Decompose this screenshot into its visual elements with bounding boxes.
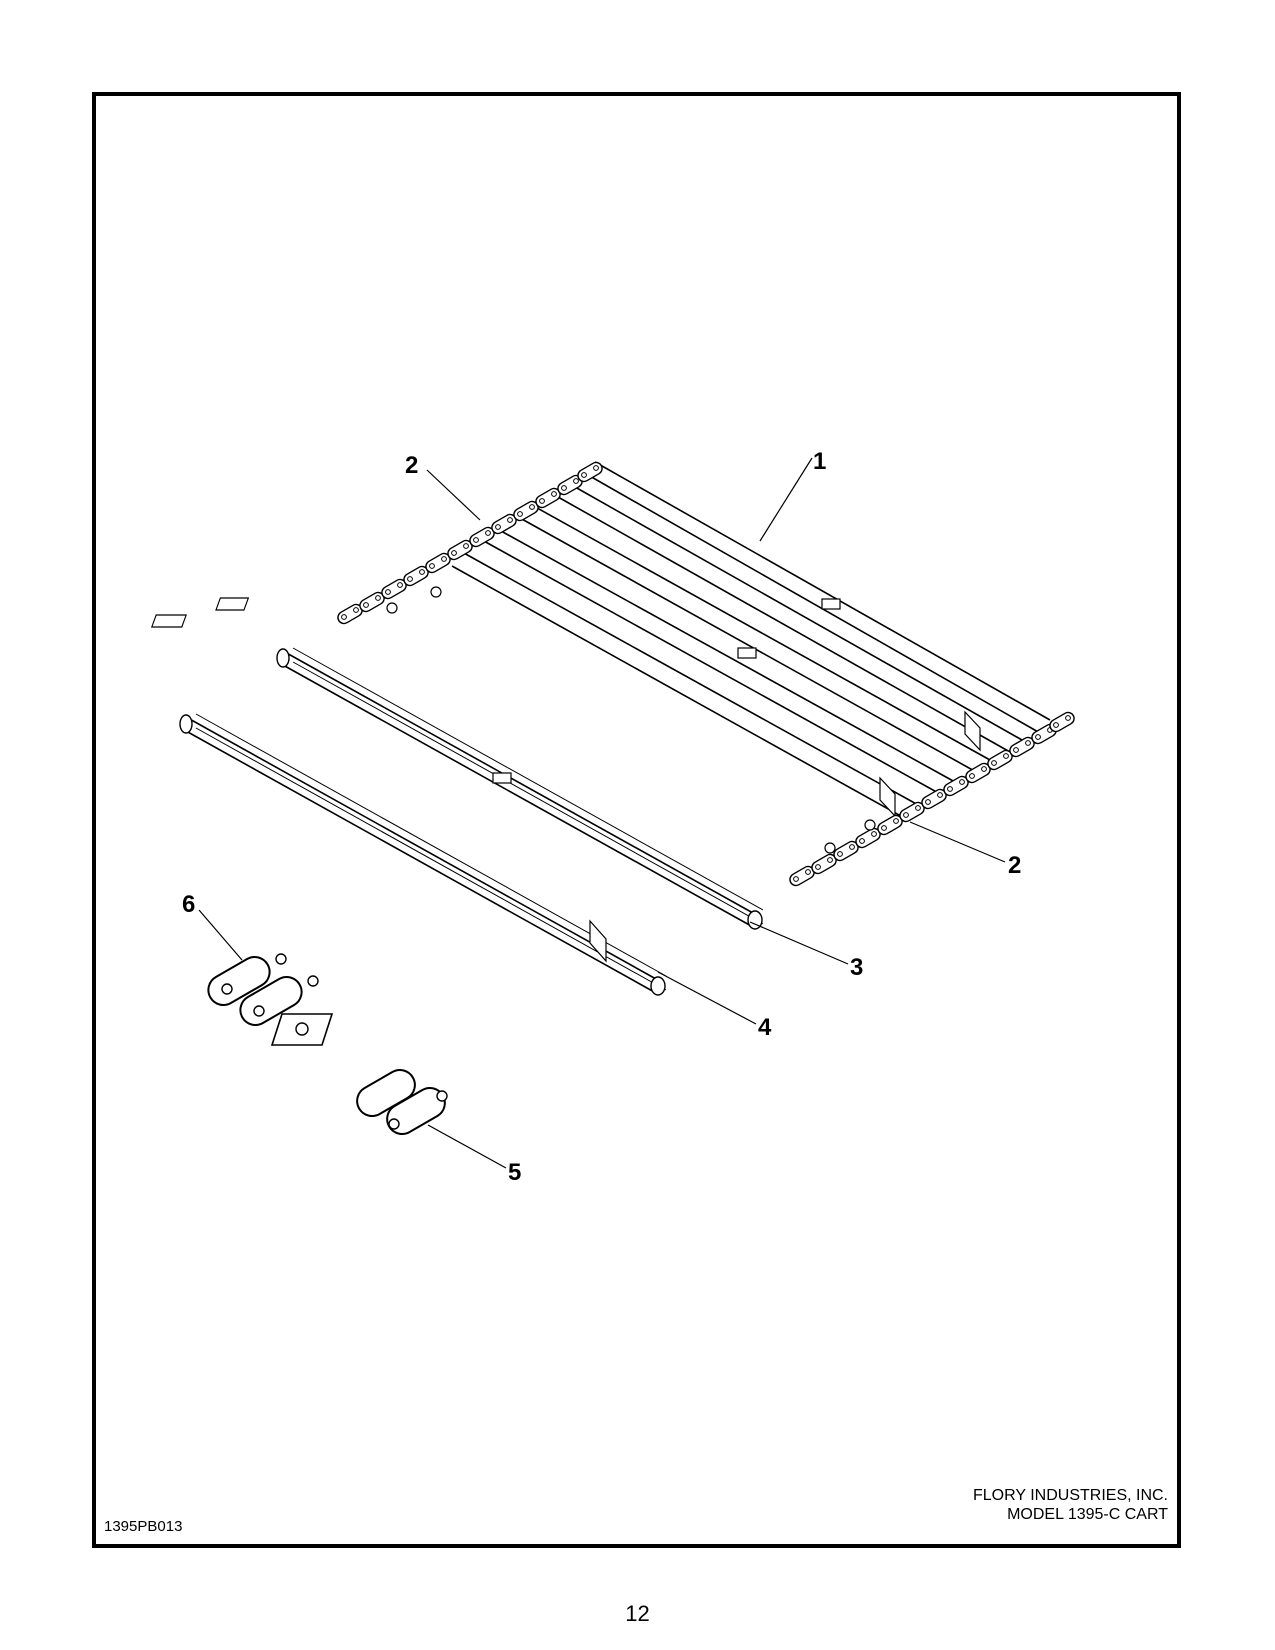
conveyor-assembly — [150, 459, 1077, 889]
page-number: 12 — [625, 1601, 650, 1626]
callout-3: 3 — [850, 954, 863, 981]
leader-lines — [198, 457, 1006, 1169]
company-name: FLORY INDUSTRIES, INC. — [973, 1487, 1168, 1504]
callout-2-bottom: 2 — [1008, 852, 1021, 879]
callout-5: 5 — [508, 1159, 521, 1186]
attachment-link-item-6 — [207, 953, 334, 1046]
callout-6: 6 — [182, 891, 195, 918]
chain-front — [787, 709, 1077, 889]
connecting-link-item-5 — [356, 1069, 448, 1135]
callout-4: 4 — [758, 1014, 772, 1041]
title-block: FLORY INDUSTRIES, INC. MODEL 1395-C CART — [973, 1486, 1168, 1524]
slat-bar-item-3 — [276, 647, 764, 930]
drawing-number: 1395PB013 — [104, 1518, 183, 1535]
callout-2-top: 2 — [405, 452, 418, 479]
callout-1: 1 — [813, 448, 826, 475]
model-name: MODEL 1395-C CART — [1007, 1506, 1168, 1523]
drawing-frame — [92, 92, 1181, 1548]
slat-bar-item-4 — [179, 713, 667, 996]
